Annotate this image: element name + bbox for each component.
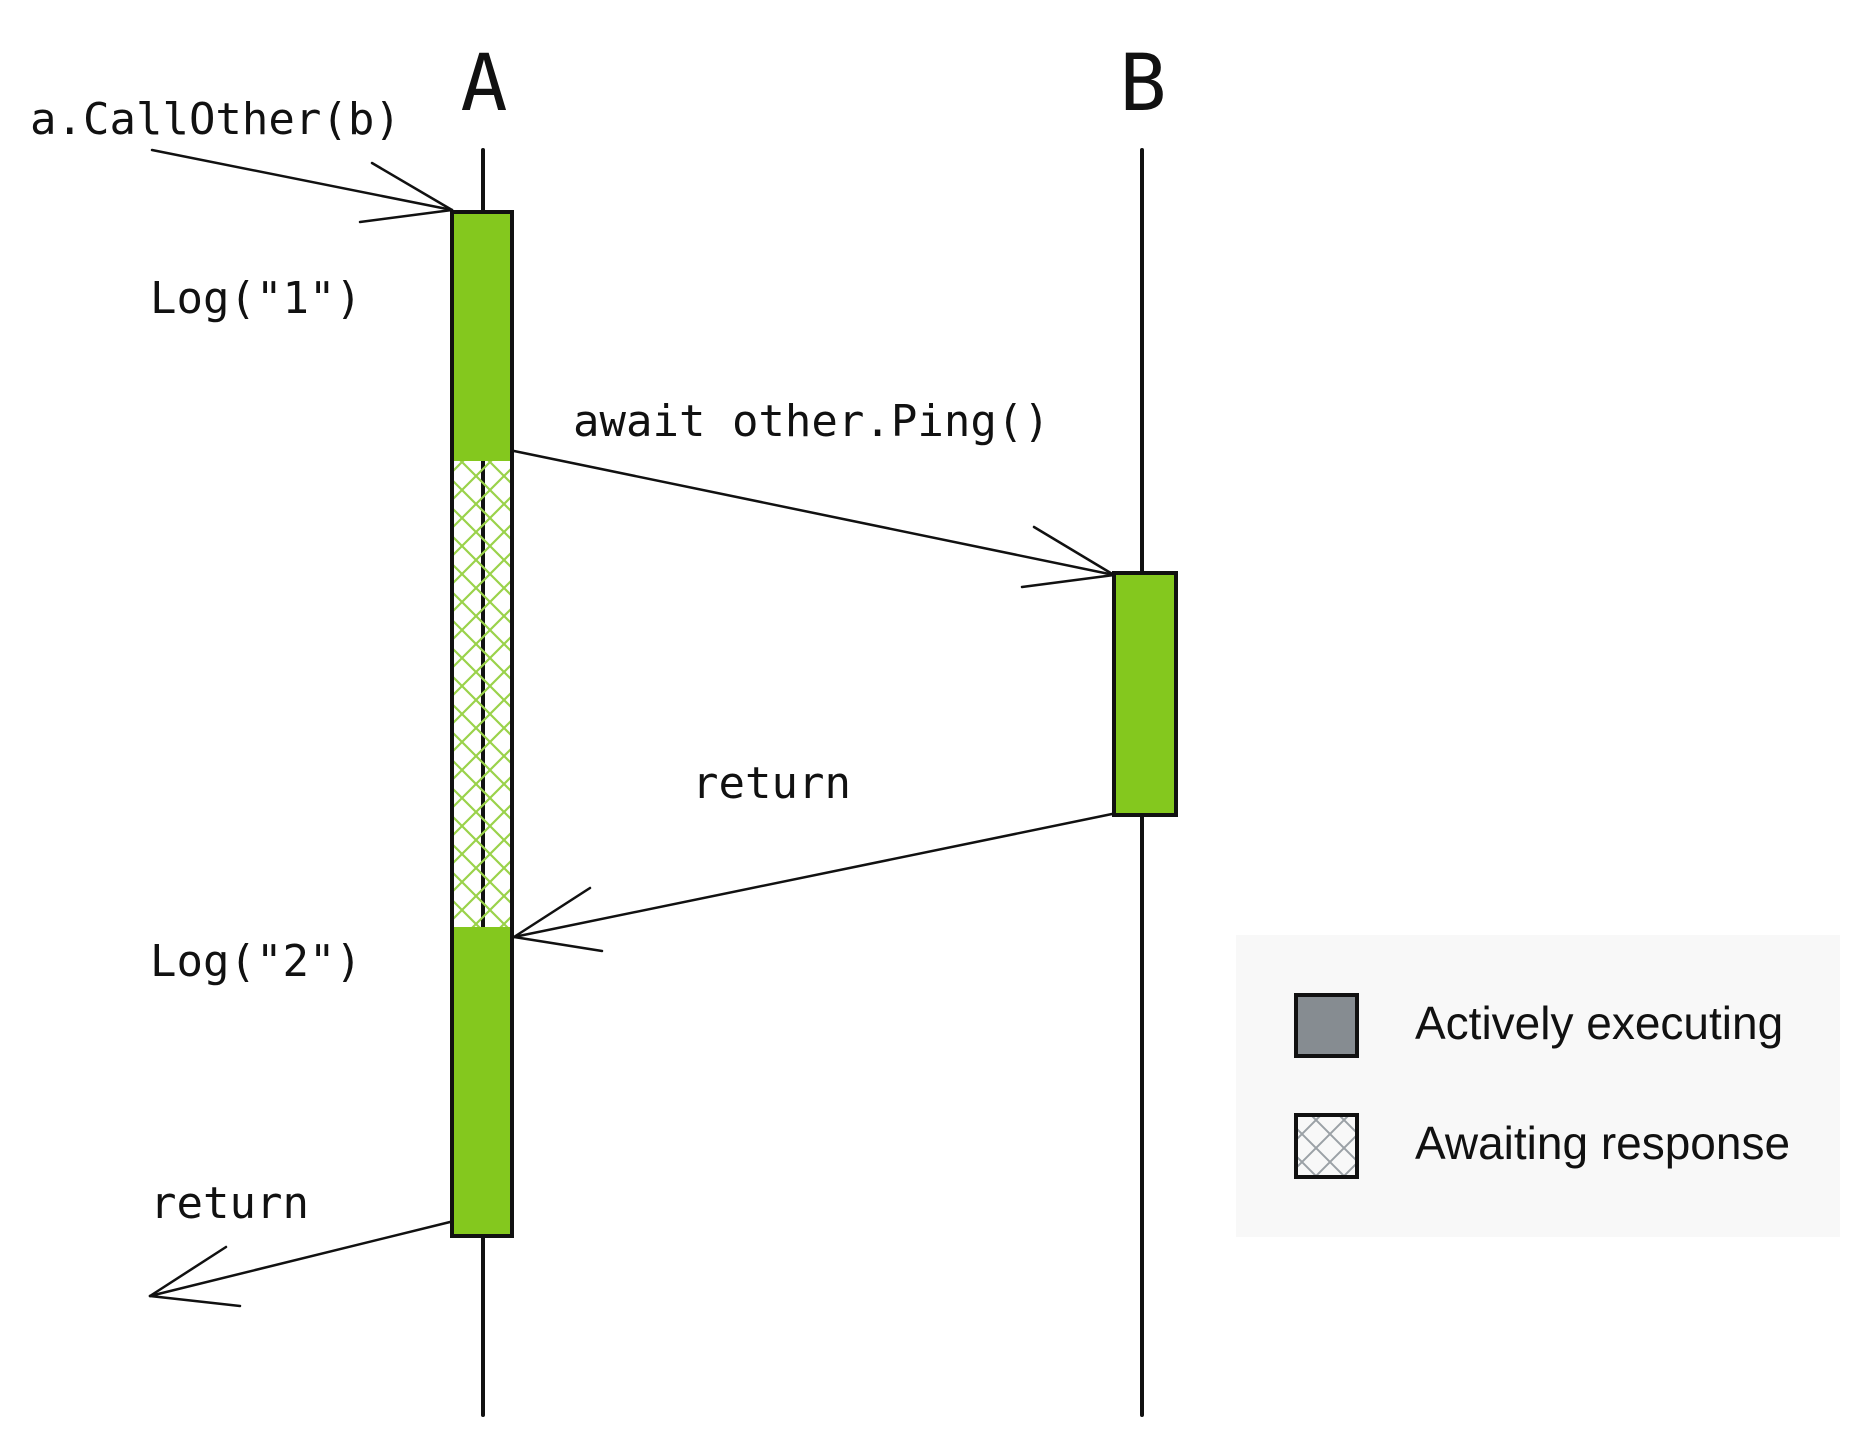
return-from-b-arrow [512,812,1114,953]
legend-awaiting-swatch [1294,1113,1359,1179]
participant-b-label: B [1120,39,1167,129]
legend-background [1236,935,1840,1237]
activation-a-awaiting [452,461,512,927]
activation-a-active-2 [452,927,512,1236]
return-from-b-label: return [692,758,851,809]
legend-awaiting-label: Awaiting response [1415,1117,1790,1169]
legend-active-label: Actively executing [1415,997,1783,1049]
activation-b [1112,571,1178,817]
ping-arrow [512,449,1116,589]
call-label: a.CallOther(b) [30,94,401,145]
activation-a-outline [450,210,514,1238]
legend-awaiting-swatch-fill [1296,1115,1357,1177]
final-return-arrow [148,1220,452,1308]
participant-a-label: A [461,39,508,129]
final-return-label: return [150,1178,309,1229]
activation-a-active-1 [452,212,512,461]
legend: Actively executing Awaiting response [1236,935,1840,1237]
call-arrow [150,148,454,224]
await-ping-label: await other.Ping() [573,396,1050,447]
log2-label: Log("2") [150,936,362,987]
log1-label: Log("1") [150,273,362,324]
legend-active-swatch [1294,993,1359,1058]
